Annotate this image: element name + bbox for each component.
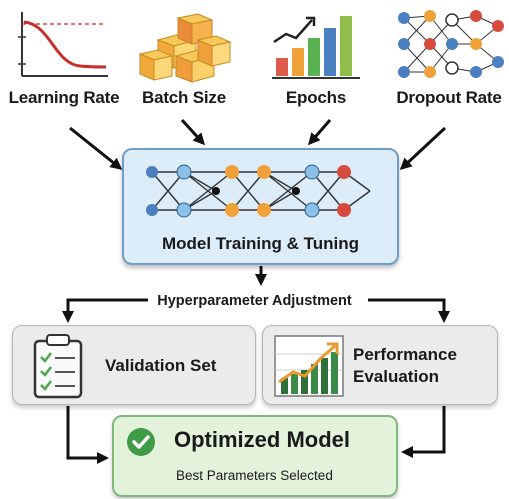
optimized-title: Optimized Model: [174, 427, 350, 452]
label-learning-rate: Learning Rate: [8, 88, 120, 107]
learning-rate-curve-icon: [18, 12, 108, 77]
performance-evaluation-box: Performance Evaluation: [262, 325, 498, 405]
arrow-to-performance: [368, 298, 450, 323]
arrow-learning-rate: [69, 126, 123, 170]
training-title: Model Training & Tuning: [161, 234, 360, 253]
optimized-model-box: Optimized Model Best Parameters Selected: [112, 415, 398, 497]
label-dropout-rate: Dropout Rate: [396, 88, 502, 107]
label-epochs: Epochs: [285, 88, 347, 107]
rising-bars-icon: [272, 16, 360, 79]
adjustment-row: Hyperparameter Adjustment: [0, 293, 509, 309]
label-batch-size: Batch Size: [142, 88, 226, 107]
validation-set-box: Validation Set: [12, 325, 256, 405]
stacked-boxes-icon: [138, 13, 232, 83]
arrow-validation-to-model: [66, 406, 109, 464]
adjustment-label: Hyperparameter Adjustment: [151, 293, 358, 309]
checkmark-icon: [127, 428, 155, 456]
arrow-batch-size: [180, 118, 206, 146]
growth-chart-icon: [274, 335, 344, 397]
performance-title: Performance Evaluation: [353, 344, 457, 388]
performance-title-line1: Performance: [353, 345, 457, 364]
validation-title: Validation Set: [105, 356, 217, 375]
network-dropout-icon: [398, 10, 504, 78]
arrow-performance-to-model: [401, 406, 446, 458]
clipboard-checklist-icon: [33, 334, 83, 399]
arrow-to-validation: [62, 298, 148, 323]
optimized-subtitle: Best Parameters Selected: [176, 468, 333, 483]
performance-title-line2: Evaluation: [353, 367, 439, 386]
neural-network-icon: [146, 164, 371, 218]
arrow-epochs: [308, 119, 332, 146]
model-training-box: Model Training & Tuning: [122, 148, 399, 265]
arrow-dropout: [399, 126, 447, 171]
